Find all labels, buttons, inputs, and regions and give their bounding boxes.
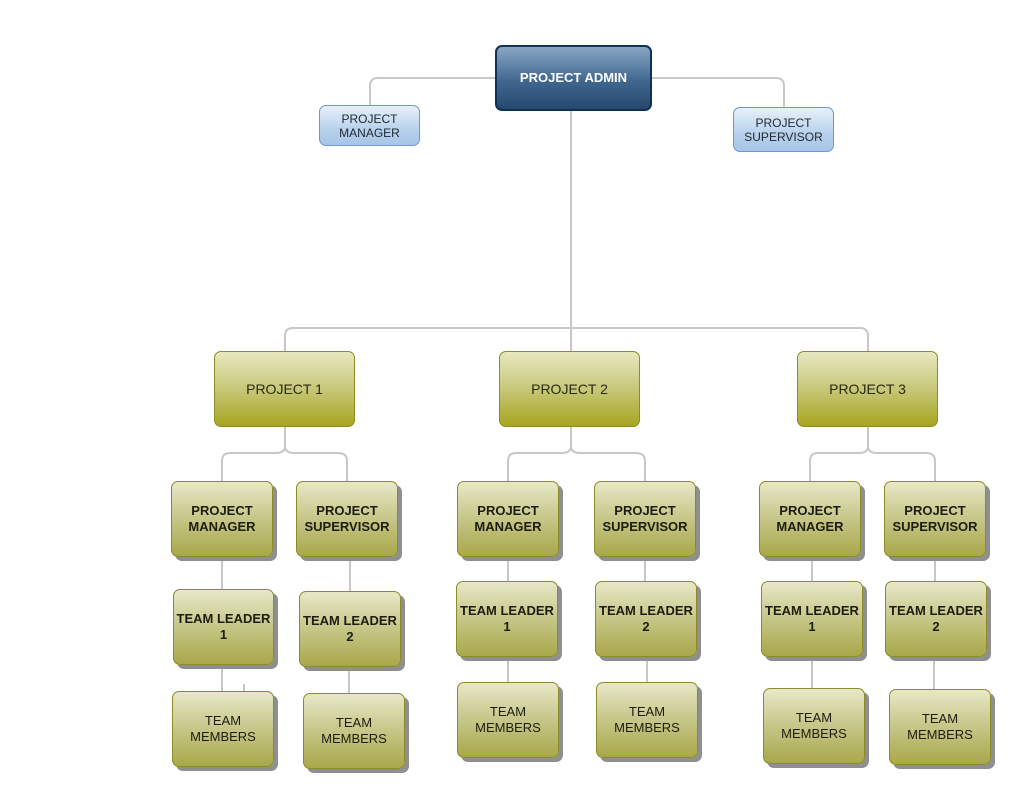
project-2-team-leader-1-label: TEAM LEADER 1 — [460, 603, 554, 634]
project-3-manager-node: PROJECT MANAGER — [759, 481, 861, 557]
project-1-supervisor-node: PROJECT SUPERVISOR — [296, 481, 398, 557]
project-1-manager-node: PROJECT MANAGER — [171, 481, 273, 557]
project-2-manager-node: PROJECT MANAGER — [457, 481, 559, 557]
project-1-node: PROJECT 1 — [214, 351, 355, 427]
project-3-node: PROJECT 3 — [797, 351, 938, 427]
project-2-team-leader-1-node: TEAM LEADER 1 — [456, 581, 558, 657]
connector-p2-chain-b — [644, 556, 648, 682]
project-2-manager-label: PROJECT MANAGER — [474, 503, 542, 534]
project-3-label: PROJECT 3 — [829, 381, 906, 397]
project-2-label: PROJECT 2 — [531, 381, 608, 397]
project-2-team-leader-2-label: TEAM LEADER 2 — [599, 603, 693, 634]
project-1-team-members-a-node: TEAM MEMBERS — [172, 691, 274, 767]
project-2-team-members-a-node: TEAM MEMBERS — [457, 682, 559, 758]
project-3-team-leader-2-label: TEAM LEADER 2 — [889, 603, 983, 634]
project-2-node: PROJECT 2 — [499, 351, 640, 427]
project-3-team-leader-2-node: TEAM LEADER 2 — [885, 581, 987, 657]
connector-projects-bus — [284, 327, 869, 352]
project-1-team-members-a-label: TEAM MEMBERS — [190, 713, 256, 744]
project-3-manager-label: PROJECT MANAGER — [776, 503, 844, 534]
project-1-label: PROJECT 1 — [246, 381, 323, 397]
admin-project-supervisor-label: PROJECT SUPERVISOR — [744, 115, 823, 144]
connector-p3-split — [809, 426, 936, 482]
project-3-supervisor-label: PROJECT SUPERVISOR — [892, 503, 978, 534]
project-1-team-leader-1-label: TEAM LEADER 1 — [176, 611, 271, 642]
project-3-team-members-a-label: TEAM MEMBERS — [781, 710, 847, 741]
project-3-team-members-b-node: TEAM MEMBERS — [889, 689, 991, 765]
project-1-team-leader-2-label: TEAM LEADER 2 — [303, 613, 397, 644]
project-1-team-members-b-node: TEAM MEMBERS — [303, 693, 405, 769]
project-2-supervisor-label: PROJECT SUPERVISOR — [602, 503, 688, 534]
project-3-supervisor-node: PROJECT SUPERVISOR — [884, 481, 986, 557]
project-2-team-members-b-node: TEAM MEMBERS — [596, 682, 698, 758]
project-admin-label: PROJECT ADMIN — [519, 70, 628, 85]
project-2-supervisor-node: PROJECT SUPERVISOR — [594, 481, 696, 557]
connector-p3-chain-b — [933, 556, 936, 690]
project-2-team-leader-2-node: TEAM LEADER 2 — [595, 581, 697, 657]
project-admin-node: PROJECT ADMIN — [495, 45, 652, 111]
admin-project-supervisor-node: PROJECT SUPERVISOR — [733, 107, 834, 152]
project-1-team-leader-2-node: TEAM LEADER 2 — [299, 591, 401, 667]
project-2-team-members-b-label: TEAM MEMBERS — [614, 704, 680, 735]
project-3-team-leader-1-label: TEAM LEADER 1 — [765, 603, 859, 634]
admin-project-manager-node: PROJECT MANAGER — [319, 105, 420, 146]
admin-project-manager-label: PROJECT MANAGER — [339, 111, 400, 140]
project-3-team-members-a-node: TEAM MEMBERS — [763, 688, 865, 764]
connector-p1-chain-b — [348, 556, 351, 693]
connector-p1-split — [221, 426, 348, 482]
project-3-team-members-b-label: TEAM MEMBERS — [907, 711, 973, 742]
project-1-supervisor-label: PROJECT SUPERVISOR — [304, 503, 390, 534]
project-1-team-leader-1-node: TEAM LEADER 1 — [173, 589, 274, 665]
connector-admin-to-supervisor — [651, 77, 785, 108]
connector-admin-to-manager — [369, 77, 496, 106]
connector-p2-split — [507, 426, 646, 482]
project-1-manager-label: PROJECT MANAGER — [188, 503, 256, 534]
project-2-team-members-a-label: TEAM MEMBERS — [475, 704, 541, 735]
project-3-team-leader-1-node: TEAM LEADER 1 — [761, 581, 863, 657]
project-1-team-members-b-label: TEAM MEMBERS — [321, 715, 387, 746]
